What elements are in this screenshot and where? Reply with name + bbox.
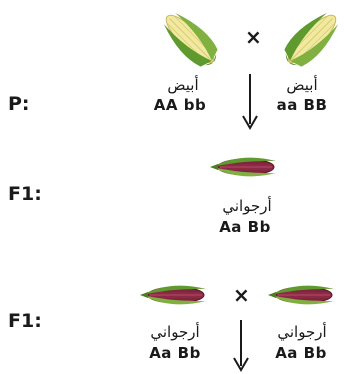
genotype-p-left: AA bb xyxy=(153,96,207,114)
generation-label-p: P: xyxy=(8,93,30,115)
down-arrow-icon xyxy=(242,74,258,130)
color-label-p-right: أبيض xyxy=(286,76,318,94)
down-arrow-icon-2 xyxy=(233,320,249,372)
cross-symbol-f1: × xyxy=(233,283,250,307)
white-corn-left-icon xyxy=(163,12,218,67)
genotype-f1: Aa Bb xyxy=(219,218,271,236)
genotype-p-right: aa BB xyxy=(276,96,328,114)
generation-label-f1: F1: xyxy=(8,183,42,205)
purple-corn-icon xyxy=(210,157,276,177)
purple-corn-left-icon xyxy=(140,285,206,305)
generation-label-f1-cross: F1: xyxy=(8,310,42,332)
color-label-f1-left: أرجواني xyxy=(150,323,200,341)
color-label-p-left: أبيض xyxy=(167,76,199,94)
genotype-f1-left: Aa Bb xyxy=(149,344,201,362)
purple-corn-right-icon xyxy=(268,285,334,305)
genotype-f1-right: Aa Bb xyxy=(275,344,327,362)
color-label-f1: أرجواني xyxy=(222,197,272,215)
color-label-f1-right: أرجواني xyxy=(277,323,327,341)
white-corn-right-icon xyxy=(284,12,339,67)
cross-symbol-p: × xyxy=(245,25,262,49)
